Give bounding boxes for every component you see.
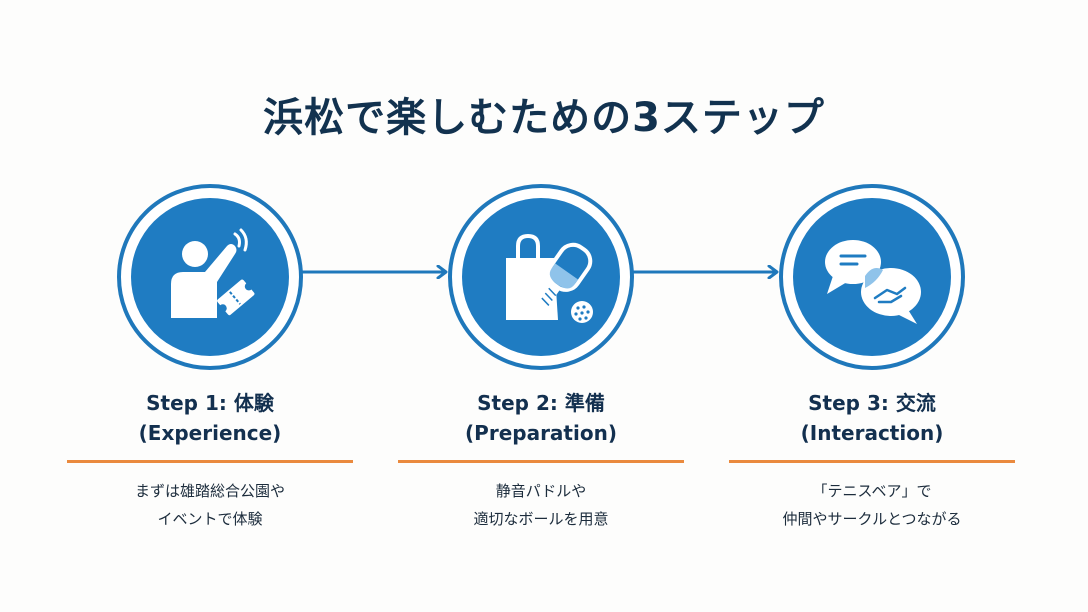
arrow-right-icon xyxy=(631,265,779,279)
step-1-badge xyxy=(117,184,303,370)
step-1-desc-line1: まずは雄踏総合公園や xyxy=(134,482,285,500)
step-1-desc-line2: イベントで体験 xyxy=(157,510,263,528)
step-1: Step 1: 体験 (Experience) まずは雄踏総合公園や イベントで… xyxy=(65,184,355,533)
step-1-title: Step 1: 体験 xyxy=(146,391,274,415)
step-2-title: Step 2: 準備 xyxy=(477,391,605,415)
shopping-bag-paddle-ball-icon xyxy=(506,233,593,323)
step-3-desc-line1: 「テニスベア」で xyxy=(812,482,932,500)
step-3-divider xyxy=(729,460,1015,463)
step-3-desc-line2: 仲間やサークルとつながる xyxy=(782,510,962,528)
step-2: Step 2: 準備 (Preparation) 静音パドルや 適切なボールを用… xyxy=(396,184,686,533)
chat-bubbles-handshake-icon xyxy=(825,240,921,324)
step-3-subtitle: (Interaction) xyxy=(800,421,944,445)
step-3: Step 3: 交流 (Interaction) 「テニスベア」で 仲間やサーク… xyxy=(727,184,1017,533)
step-3-title: Step 3: 交流 xyxy=(808,391,936,415)
step-2-subtitle: (Preparation) xyxy=(465,421,617,445)
step-1-divider xyxy=(67,460,353,463)
step-2-badge xyxy=(448,184,634,370)
step-1-subtitle: (Experience) xyxy=(138,421,282,445)
step-2-divider xyxy=(398,460,684,463)
step-2-desc-line2: 適切なボールを用意 xyxy=(473,510,609,528)
arrow-right-icon xyxy=(300,265,448,279)
step-2-desc-line1: 静音パドルや xyxy=(495,482,587,500)
person-waving-ticket-icon xyxy=(171,228,255,318)
step-3-badge xyxy=(779,184,965,370)
arrow-connector-2-3 xyxy=(631,265,783,279)
arrow-connector-1-2 xyxy=(300,265,452,279)
page-title: 浜松で楽しむための3ステップ xyxy=(263,94,825,141)
